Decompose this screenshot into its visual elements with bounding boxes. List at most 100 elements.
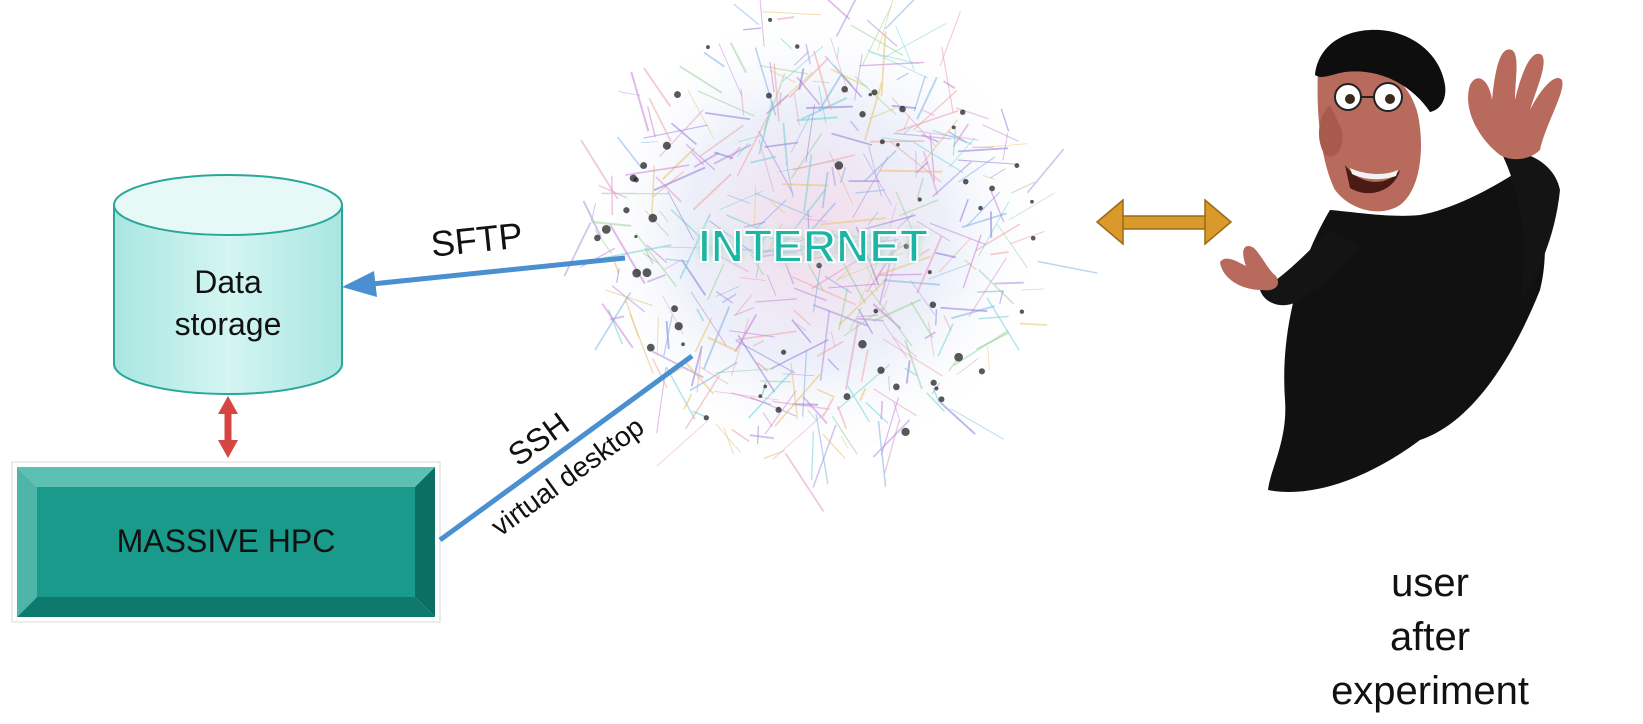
network-node bbox=[929, 301, 937, 309]
network-line bbox=[719, 190, 763, 211]
network-line bbox=[667, 191, 695, 241]
network-line bbox=[830, 68, 868, 88]
network-line bbox=[816, 340, 844, 357]
network-node bbox=[703, 415, 709, 421]
network-line bbox=[739, 277, 766, 282]
network-line bbox=[750, 253, 765, 276]
network-line bbox=[803, 154, 813, 213]
network-line bbox=[835, 267, 851, 282]
network-node bbox=[1030, 235, 1036, 241]
network-node bbox=[856, 248, 863, 256]
network-line bbox=[918, 248, 930, 257]
network-line bbox=[880, 255, 931, 276]
network-line bbox=[856, 317, 884, 322]
ssh-link: SSH virtual desktop bbox=[438, 353, 694, 543]
network-line bbox=[616, 136, 643, 169]
network-line bbox=[609, 315, 625, 321]
network-line bbox=[978, 315, 1009, 320]
network-line bbox=[852, 156, 889, 219]
network-line bbox=[935, 251, 956, 259]
network-line bbox=[630, 71, 650, 132]
network-line bbox=[772, 413, 824, 460]
network-line bbox=[766, 274, 777, 296]
network-line bbox=[1010, 230, 1045, 245]
network-line bbox=[598, 184, 628, 199]
network-line bbox=[957, 147, 1008, 153]
network-node bbox=[843, 393, 851, 400]
network-line bbox=[644, 247, 654, 265]
network-line bbox=[869, 289, 913, 347]
network-line bbox=[733, 307, 755, 317]
network-line bbox=[806, 202, 837, 237]
network-line bbox=[760, 380, 791, 383]
network-line bbox=[895, 191, 914, 231]
network-line bbox=[952, 125, 957, 156]
network-line bbox=[611, 285, 646, 313]
sftp-label: SFTP bbox=[429, 214, 525, 264]
network-line bbox=[1037, 260, 1098, 274]
network-node bbox=[662, 141, 671, 150]
network-line bbox=[735, 248, 797, 254]
internet-label: INTERNET bbox=[698, 220, 928, 272]
network-line bbox=[882, 338, 943, 377]
network-line bbox=[968, 257, 1007, 317]
network-line bbox=[903, 115, 910, 131]
network-line bbox=[762, 412, 773, 428]
network-node bbox=[629, 174, 637, 182]
network-line bbox=[807, 409, 817, 421]
network-line bbox=[707, 263, 725, 301]
network-line bbox=[849, 307, 863, 331]
network-node bbox=[934, 386, 939, 391]
network-line bbox=[819, 310, 831, 381]
network-node bbox=[927, 270, 932, 275]
network-line bbox=[590, 203, 596, 222]
network-line bbox=[793, 309, 812, 327]
network-node bbox=[901, 427, 910, 437]
network-node bbox=[871, 89, 878, 96]
network-line bbox=[1022, 288, 1044, 291]
network-line bbox=[982, 175, 995, 180]
network-node bbox=[1014, 163, 1020, 169]
network-line bbox=[782, 373, 815, 377]
network-line bbox=[810, 431, 815, 481]
network-line bbox=[926, 392, 945, 412]
network-line bbox=[892, 336, 918, 358]
network-node bbox=[766, 92, 772, 99]
network-line bbox=[594, 291, 632, 351]
network-node bbox=[903, 243, 910, 250]
network-line bbox=[758, 139, 775, 193]
network-line bbox=[601, 303, 634, 349]
network-line bbox=[948, 137, 975, 168]
user-caption-line1: user bbox=[1391, 561, 1469, 605]
network-line bbox=[932, 161, 972, 198]
network-line bbox=[624, 298, 640, 338]
network-line bbox=[757, 248, 803, 259]
network-line bbox=[904, 339, 923, 390]
network-line bbox=[763, 73, 786, 131]
network-line bbox=[805, 104, 816, 163]
network-line bbox=[729, 42, 747, 74]
network-line bbox=[822, 433, 846, 459]
network-line bbox=[939, 11, 961, 67]
network-line bbox=[928, 262, 972, 280]
network-line bbox=[679, 65, 723, 94]
network-node bbox=[601, 225, 611, 234]
network-line bbox=[869, 51, 920, 65]
network-line bbox=[975, 223, 1020, 252]
network-line bbox=[714, 151, 734, 160]
network-line bbox=[616, 268, 620, 283]
network-line bbox=[812, 80, 830, 84]
network-line bbox=[921, 119, 959, 165]
network-line bbox=[877, 273, 922, 276]
network-line bbox=[828, 283, 878, 289]
network-line bbox=[682, 359, 715, 395]
network-line bbox=[905, 360, 911, 384]
network-line bbox=[927, 321, 935, 357]
network-node bbox=[978, 368, 985, 375]
network-line bbox=[790, 114, 811, 153]
network-line bbox=[687, 89, 715, 139]
network-line bbox=[715, 368, 774, 374]
network-line bbox=[899, 199, 939, 217]
network-line bbox=[932, 129, 973, 145]
network-line bbox=[789, 243, 828, 253]
